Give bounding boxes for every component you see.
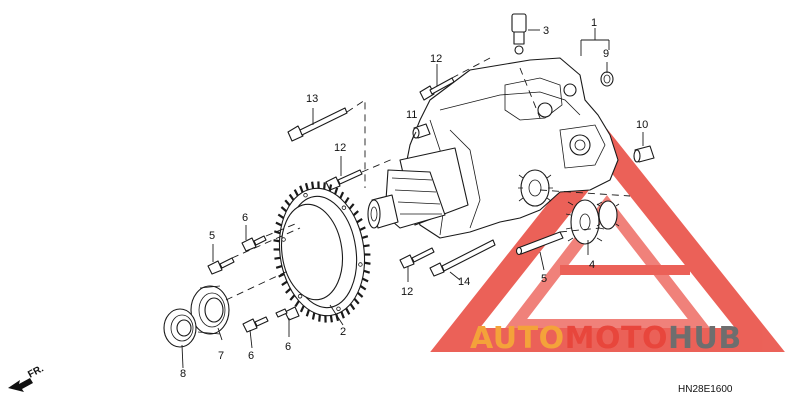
- callout-5-shaft: 5: [541, 273, 547, 285]
- starter-idle-gear: [565, 199, 620, 245]
- ring-gear-bolt-hole: [303, 193, 308, 198]
- ring-gear-tooth: [364, 261, 371, 265]
- flywheel-ring-gear: [273, 181, 371, 323]
- dowel-pin-10: [633, 145, 655, 163]
- ring-gear-tooth: [359, 226, 366, 231]
- ring-gear-bolt-hole: [358, 262, 363, 267]
- ring-gear-bolt-hole: [297, 294, 303, 299]
- callout-11: 11: [406, 109, 417, 121]
- starter-clutch-bearing: [190, 285, 230, 335]
- ring-gear-tooth: [318, 314, 321, 322]
- ring-gear-tooth: [363, 269, 371, 274]
- reduction-gear: [518, 169, 553, 207]
- ring-gear-bolt-hole: [341, 205, 347, 210]
- ring-gear-tooth: [340, 311, 345, 319]
- ring-gear-tooth: [299, 305, 305, 313]
- ring-gear-tooth: [280, 206, 288, 213]
- ring-gear-tooth: [284, 199, 291, 207]
- svg-text:AUTOMOTOHUB: AUTOMOTOHUB: [470, 321, 742, 356]
- ring-gear-tooth: [349, 303, 356, 311]
- callout-6-top: 6: [242, 212, 248, 224]
- bolt-13: [287, 107, 348, 142]
- callout-10: 10: [636, 119, 648, 131]
- alignment-dashed-lines: [225, 57, 631, 301]
- bolt-6-left: [241, 235, 267, 252]
- ring-gear-tooth: [293, 189, 299, 197]
- ring-gear-tooth: [288, 193, 295, 201]
- ring-gear-tooth: [273, 239, 280, 243]
- ring-gear-tooth: [294, 300, 300, 308]
- ring-gear-tooth: [361, 235, 369, 239]
- sensor-plug: [511, 13, 527, 55]
- ring-gear-tooth: [356, 218, 363, 224]
- ring-gear-tooth: [323, 182, 326, 190]
- bolt-14: [429, 239, 496, 277]
- oil-seal: [163, 308, 197, 348]
- ring-gear-tooth: [299, 185, 304, 193]
- front-direction-marker: FR.: [8, 363, 46, 392]
- bolt-5-left: [207, 257, 235, 275]
- ring-gear-tooth: [277, 213, 285, 219]
- ring-gear-tooth: [305, 309, 310, 317]
- ring-gear-tooth: [339, 191, 345, 199]
- callout-9: 9: [603, 48, 609, 60]
- idle-gear-shaft: [515, 231, 564, 256]
- ring-gear-tooth: [281, 280, 288, 286]
- callout-7: 7: [218, 350, 224, 362]
- ring-gear-tooth: [275, 265, 283, 269]
- callout-6-lower-right: 6: [285, 341, 291, 353]
- ring-gear-tooth: [363, 244, 370, 248]
- ring-gear-tooth: [289, 294, 296, 301]
- leader-lines: [181, 28, 644, 369]
- ring-gear-tooth: [334, 187, 339, 195]
- bolt-12-lower: [399, 247, 435, 269]
- ring-gear-tooth: [328, 184, 333, 192]
- bolt-12-top: [419, 77, 455, 101]
- ring-gear-tooth: [329, 315, 333, 323]
- callout-12-top: 12: [430, 53, 442, 65]
- ring-gear-bolt-hole: [336, 306, 341, 311]
- ring-gear-tooth: [274, 256, 281, 260]
- callout-2: 2: [340, 326, 346, 338]
- ring-gear-tooth: [352, 210, 359, 217]
- ring-gear-tooth: [344, 196, 350, 204]
- callout-4: 4: [589, 259, 595, 271]
- ring-gear-tooth: [345, 307, 351, 315]
- bolt-6-lower-right: [275, 306, 300, 321]
- watermark-word-auto: AUTO: [470, 321, 565, 356]
- front-label: FR.: [26, 363, 46, 380]
- ring-gear-tooth: [304, 182, 309, 191]
- callout-13: 13: [306, 93, 318, 105]
- starter-motor-body: [367, 147, 469, 229]
- ring-gear-tooth: [311, 312, 316, 320]
- ring-gear-tooth: [311, 181, 315, 189]
- callout-12-middle: 12: [334, 142, 346, 154]
- ring-gear-tooth: [359, 285, 367, 291]
- bolt-6-lower-left: [242, 316, 269, 333]
- watermark-text: AUTOMOTOHUB: [470, 321, 742, 356]
- o-ring: [600, 71, 614, 87]
- ring-gear-tooth: [348, 203, 355, 210]
- callout-8: 8: [180, 368, 186, 380]
- ring-gear-tooth: [278, 273, 285, 278]
- ring-gear-tooth: [285, 287, 292, 294]
- drawing-code: HN28E1600: [678, 384, 733, 395]
- ring-gear-tooth: [361, 277, 369, 283]
- ring-gear-tooth: [356, 291, 364, 298]
- ring-gear-tooth: [353, 297, 360, 305]
- ring-gear-tooth: [275, 221, 283, 227]
- callout-3: 3: [543, 25, 549, 37]
- callout-numbers: 1 2 3 4 5 5 6 6 6 7 8 9 10 11 12 12 12 1…: [180, 17, 648, 380]
- callout-6-lower-left: 6: [248, 350, 254, 362]
- watermark-word-hub: HUB: [668, 321, 742, 356]
- ring-gear-tooth: [273, 230, 281, 235]
- callout-5-bolt: 5: [209, 230, 215, 242]
- callout-1: 1: [591, 17, 597, 29]
- callout-14: 14: [458, 276, 470, 288]
- ring-gear-bolt-hole: [281, 237, 286, 242]
- callout-12-lower: 12: [401, 286, 413, 298]
- watermark-word-moto: MOTO: [565, 321, 668, 356]
